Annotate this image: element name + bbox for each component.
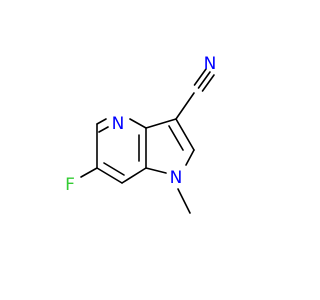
bond-nitrile-2 <box>193 68 207 86</box>
bond-c3a-c3 <box>145 118 177 129</box>
bond-c6-c7-single <box>96 167 123 184</box>
bonds <box>80 68 215 214</box>
atom-n-pyrrole: N <box>170 168 183 188</box>
atom-n-pyridine: N <box>112 114 125 134</box>
atom-f: F <box>65 175 75 195</box>
bond-n1-c7a <box>145 167 167 174</box>
atom-labels: N N N F <box>65 54 216 195</box>
bond-c6-f <box>80 167 98 178</box>
bond-c3-c2-single <box>175 118 195 151</box>
bond-c3-cn <box>175 92 195 120</box>
bond-n4-c5-double <box>98 126 109 133</box>
atom-n-nitrile: N <box>204 54 217 74</box>
bond-nitrile-3 <box>201 74 215 92</box>
bond-n4-c5-single <box>96 118 107 125</box>
bond-n1-methyl <box>177 188 191 214</box>
bond-c3-c2-double <box>168 125 184 151</box>
structure-canvas: N N N F <box>65 54 216 214</box>
molecule-diagram: N N N F <box>65 54 216 214</box>
bond-c2-n1 <box>185 149 195 166</box>
bond-c3a-n4 <box>129 118 147 129</box>
bond-nitrile-1 <box>197 71 211 89</box>
bond-c7-c7a <box>121 167 147 184</box>
bond-c6-c7-double <box>103 162 125 176</box>
